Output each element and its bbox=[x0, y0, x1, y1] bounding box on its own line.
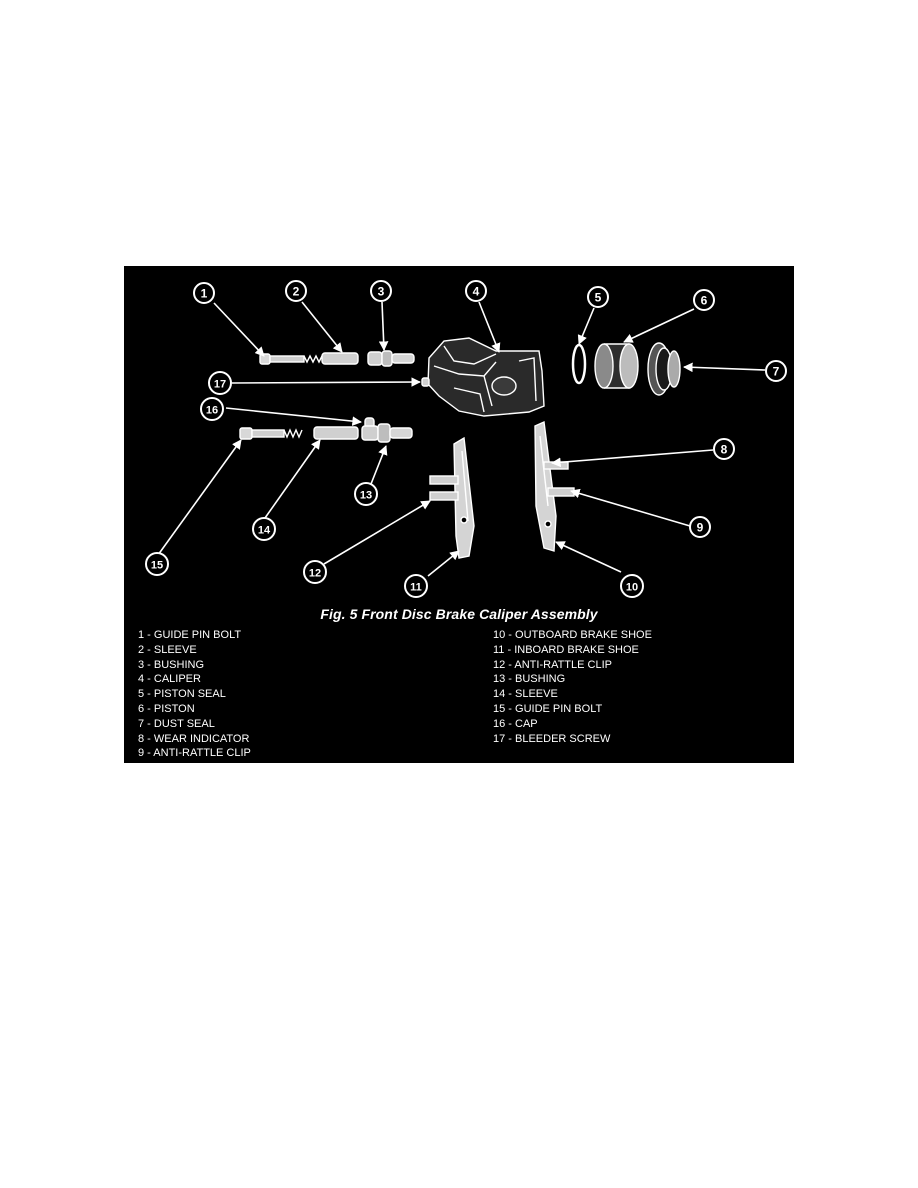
legend-item: 13 - BUSHING bbox=[493, 673, 566, 686]
svg-text:16: 16 bbox=[206, 405, 218, 417]
legend-item: 17 - BLEEDER SCREW bbox=[493, 732, 611, 745]
legend-item: 5 - PISTON SEAL bbox=[138, 688, 226, 701]
leader-17 bbox=[231, 377, 421, 387]
callout-5: 5 bbox=[587, 286, 609, 308]
caliper-exploded-diagram: 1 2 3 4 5 6 7 8 9 10 11 12 13 14 15 16 1… bbox=[145, 280, 787, 598]
legend-item: 8 - WEAR INDICATOR bbox=[138, 732, 250, 745]
piston bbox=[594, 343, 639, 389]
legend-item: 6 - PISTON bbox=[138, 702, 195, 715]
callout-7: 7 bbox=[765, 360, 787, 382]
svg-text:3: 3 bbox=[378, 285, 385, 299]
leader-9 bbox=[570, 488, 691, 527]
callout-13: 13 bbox=[354, 482, 378, 506]
legend-item: 10 - OUTBOARD BRAKE SHOE bbox=[493, 629, 652, 641]
leader-1 bbox=[213, 302, 265, 357]
callout-16: 16 bbox=[200, 397, 224, 421]
leader-6 bbox=[623, 308, 695, 343]
sleeve-upper bbox=[321, 352, 359, 365]
svg-text:12: 12 bbox=[309, 568, 321, 580]
piston-seal bbox=[571, 343, 587, 385]
svg-text:7: 7 bbox=[773, 365, 780, 379]
guide-pin-bolt-upper bbox=[259, 353, 323, 365]
leader-7 bbox=[683, 362, 766, 373]
svg-text:8: 8 bbox=[721, 443, 728, 457]
figure-caption: Fig. 5 Front Disc Brake Caliper Assembly bbox=[320, 606, 598, 622]
leader-14 bbox=[264, 439, 321, 519]
svg-text:5: 5 bbox=[595, 291, 602, 305]
bushing-lower bbox=[361, 423, 413, 443]
svg-text:9: 9 bbox=[697, 521, 704, 535]
callout-10: 10 bbox=[620, 574, 644, 598]
leader-12 bbox=[323, 500, 431, 565]
leader-10 bbox=[555, 541, 622, 573]
legend-item: 14 - SLEEVE bbox=[493, 688, 558, 701]
inboard-brake-shoe bbox=[429, 436, 475, 559]
figure-panel: 1 2 3 4 5 6 7 8 9 10 11 12 13 14 15 16 1… bbox=[124, 266, 794, 763]
callout-15: 15 bbox=[145, 552, 169, 576]
svg-text:17: 17 bbox=[214, 379, 226, 391]
callout-8: 8 bbox=[713, 438, 735, 460]
svg-text:13: 13 bbox=[360, 490, 372, 502]
leader-15 bbox=[157, 439, 242, 556]
callout-6: 6 bbox=[693, 289, 715, 311]
legend-item: 7 - DUST SEAL bbox=[138, 717, 215, 730]
legend-left: 1 - GUIDE PIN BOLT 2 - SLEEVE 3 - BUSHIN… bbox=[138, 628, 251, 761]
svg-text:1: 1 bbox=[201, 287, 208, 301]
leader-2 bbox=[301, 301, 343, 353]
legend-item: 1 - GUIDE PIN BOLT bbox=[138, 629, 242, 641]
bushing-upper bbox=[367, 350, 415, 367]
leader-5 bbox=[577, 307, 595, 345]
caliper-body bbox=[427, 337, 545, 417]
callout-12: 12 bbox=[303, 560, 327, 584]
dust-seal bbox=[647, 342, 681, 396]
callout-17: 17 bbox=[208, 371, 232, 395]
callout-4: 4 bbox=[465, 280, 487, 302]
callout-11: 11 bbox=[404, 574, 428, 598]
leader-8 bbox=[551, 449, 714, 468]
legend-item: 4 - CALIPER bbox=[138, 673, 201, 686]
legend-item: 12 - ANTI-RATTLE CLIP bbox=[493, 658, 612, 671]
leader-16 bbox=[225, 407, 362, 426]
callout-1: 1 bbox=[193, 282, 215, 304]
leader-11 bbox=[427, 550, 460, 577]
guide-pin-bolt-lower bbox=[239, 427, 303, 440]
callout-14: 14 bbox=[252, 517, 276, 541]
bleeder-screw bbox=[421, 377, 430, 387]
leader-13 bbox=[370, 445, 388, 485]
legend-item: 3 - BUSHING bbox=[138, 658, 205, 671]
svg-text:6: 6 bbox=[701, 294, 708, 308]
svg-text:11: 11 bbox=[410, 582, 422, 594]
outboard-brake-shoe bbox=[534, 420, 575, 552]
svg-text:10: 10 bbox=[626, 582, 638, 594]
callout-9: 9 bbox=[689, 516, 711, 538]
sleeve-lower bbox=[313, 426, 359, 440]
legend-item: 15 - GUIDE PIN BOLT bbox=[493, 702, 603, 715]
svg-text:2: 2 bbox=[293, 285, 300, 299]
legend-right: 10 - OUTBOARD BRAKE SHOE 11 - INBOARD BR… bbox=[493, 628, 652, 746]
legend-item: 9 - ANTI-RATTLE CLIP bbox=[138, 747, 251, 760]
leader-4 bbox=[478, 301, 501, 353]
svg-text:15: 15 bbox=[151, 560, 163, 572]
legend-item: 2 - SLEEVE bbox=[138, 643, 197, 656]
legend-item: 16 - CAP bbox=[493, 717, 538, 730]
svg-text:14: 14 bbox=[258, 525, 271, 537]
leader-3 bbox=[378, 301, 389, 351]
callout-3: 3 bbox=[370, 280, 392, 302]
svg-text:4: 4 bbox=[473, 285, 480, 299]
callout-2: 2 bbox=[285, 280, 307, 302]
legend-item: 11 - INBOARD BRAKE SHOE bbox=[493, 643, 639, 656]
